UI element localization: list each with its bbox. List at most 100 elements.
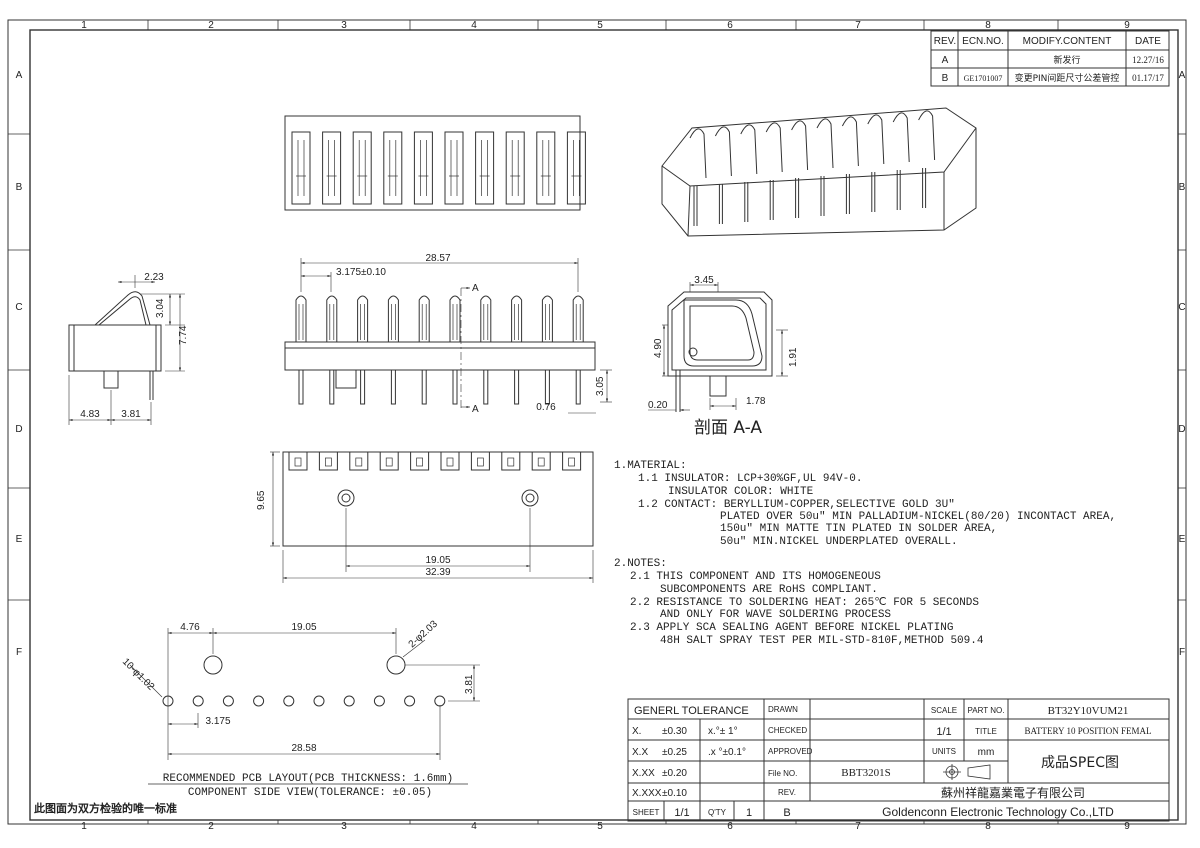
frame-row-label: D <box>1178 424 1185 435</box>
rev-value: B <box>783 807 790 819</box>
iso-contact <box>841 116 859 167</box>
company-name-cn: 蘇州祥龍嘉業電子有限公司 <box>941 785 1085 800</box>
part-no-value: BT32Y10VUM21 <box>1048 705 1129 717</box>
scale-value: 1/1 <box>936 726 951 738</box>
checked-label: CHECKED <box>768 726 807 735</box>
note-line: 2.1 THIS COMPONENT AND ITS HOMOGENEOUS <box>630 571 881 583</box>
dim-side-4-83: 4.83 <box>80 409 100 420</box>
dim-front-pitch: 3.175±0.10 <box>336 267 386 278</box>
frame-column-label: 2 <box>208 821 214 832</box>
dim-sec-0-20: 0.20 <box>648 400 668 411</box>
rev-a-content: 新发行 <box>1053 54 1080 66</box>
projection-symbol-icon <box>943 764 991 780</box>
dim-pcb-28-58: 28.58 <box>291 743 316 754</box>
rev-b-ecn: GE1701007 <box>964 74 1003 83</box>
company-name-en: Goldenconn Electronic Technology Co.,LTD <box>882 805 1114 819</box>
bottom-slot <box>379 452 399 471</box>
top-contact-slot <box>413 131 433 205</box>
rev-header: REV. <box>934 36 956 47</box>
note-line: 50u" MIN.NICKEL UNDERPLATED OVERALL. <box>720 536 958 548</box>
top-contact-slot <box>566 131 586 205</box>
dim-pcb-3-175: 3.175 <box>205 716 230 727</box>
dim-sec-1-78: 1.78 <box>746 396 766 407</box>
bottom-slot <box>288 452 308 471</box>
iso-contact <box>740 124 758 175</box>
rev-a: A <box>942 55 949 66</box>
frame-row-label: E <box>1179 534 1186 545</box>
spec-title: 成品SPEC图 <box>1041 755 1119 771</box>
frame-column-label: 7 <box>855 20 861 31</box>
frame-column-label: 5 <box>597 821 603 832</box>
top-contact-slot <box>383 131 403 205</box>
dim-front-28-57: 28.57 <box>425 253 450 264</box>
top-view <box>284 115 586 211</box>
bottom-slot <box>562 452 582 471</box>
drawing-frame <box>7 19 1187 825</box>
frame-column-label: 1 <box>81 20 87 31</box>
note-line: SUBCOMPONENTS ARE RoHS COMPLIANT. <box>660 584 878 596</box>
pcb-hole <box>373 695 385 707</box>
file-no-label: File NO. <box>768 769 797 778</box>
iso-contact <box>816 118 834 169</box>
top-contact-slot <box>291 131 311 205</box>
pcb-caption-2: COMPONENT SIDE VIEW(TOLERANCE: ±0.05) <box>188 787 432 799</box>
iso-contact <box>714 126 732 177</box>
note-line: 2.2 RESISTANCE TO SOLDERING HEAT: 265℃ F… <box>630 597 979 609</box>
frame-row-label: D <box>15 424 22 435</box>
dim-sec-3-45: 3.45 <box>694 275 714 286</box>
frame-row-label: C <box>1178 302 1185 313</box>
iso-contact <box>867 114 885 165</box>
top-contact-slot <box>322 131 342 205</box>
qty-value: 1 <box>746 807 752 819</box>
dim-bottom-19-05: 19.05 <box>425 555 450 566</box>
general-tolerance-label: GENERL TOLERANCE <box>634 705 749 717</box>
tol-x-label: X. <box>632 726 641 737</box>
frame-row-label: C <box>15 302 22 313</box>
frame-row-label: F <box>1179 647 1185 658</box>
pcb-hole <box>222 695 234 707</box>
frame-column-label: 8 <box>985 20 991 31</box>
revision-table: REV. ECN.NO. MODIFY.CONTENT DATE A 新发行 1… <box>930 30 1170 87</box>
note-line: 2.NOTES: <box>614 558 667 570</box>
note-line: 1.MATERIAL: <box>614 460 687 472</box>
front-contact <box>295 295 307 342</box>
angle-tolerance-1: x.°± 1° <box>708 726 738 737</box>
iso-contact <box>918 110 936 161</box>
section-arrow-a-bottom: A <box>472 404 479 415</box>
frame-row-label: B <box>1179 182 1186 193</box>
frame-row-label: A <box>1179 70 1186 81</box>
dim-pcb-3-81: 3.81 <box>464 674 475 694</box>
dim-sec-1-91: 1.91 <box>788 347 799 367</box>
bottom-slot <box>318 452 338 471</box>
tol-xxx-label: X.XX <box>632 768 655 779</box>
notes-block: 1.MATERIAL: 1.1 INSULATOR: LCP+30%GF,UL … <box>614 460 1116 647</box>
iso-contact <box>765 122 783 173</box>
note-line: 1.2 CONTACT: BERYLLIUM-COPPER,SELECTIVE … <box>638 499 955 511</box>
frame-column-label: 7 <box>855 821 861 832</box>
rev-label: REV. <box>778 788 796 797</box>
pcb-hole <box>253 695 265 707</box>
ecn-header: ECN.NO. <box>962 36 1004 47</box>
front-contact <box>357 295 369 342</box>
iso-contact <box>689 128 707 179</box>
dim-pcb-19-05: 19.05 <box>291 622 316 633</box>
file-no-value: BBT3201S <box>841 767 891 779</box>
pcb-hole <box>434 695 446 707</box>
rev-a-date: 12.27/16 <box>1132 55 1164 65</box>
title-label: TITLE <box>975 727 997 736</box>
dim-side-3-04: 3.04 <box>155 298 166 318</box>
qty-label: Q'TY <box>708 808 727 817</box>
dim-sec-4-90: 4.90 <box>653 338 664 358</box>
scale-label: SCALE <box>931 706 957 715</box>
front-contact <box>511 295 523 342</box>
side-view <box>68 275 185 425</box>
iso-contact <box>892 112 910 163</box>
approved-label: APPROVED <box>768 747 813 756</box>
dim-bottom-32-39: 32.39 <box>425 567 450 578</box>
section-title: 剖面 A-A <box>694 418 762 438</box>
pcb-hole <box>313 695 325 707</box>
date-header: DATE <box>1135 36 1161 47</box>
note-line: INSULATOR COLOR: WHITE <box>668 486 814 498</box>
title-block: GENERL TOLERANCE X. ±0.30 X.X ±0.25 X.XX… <box>627 698 1170 822</box>
